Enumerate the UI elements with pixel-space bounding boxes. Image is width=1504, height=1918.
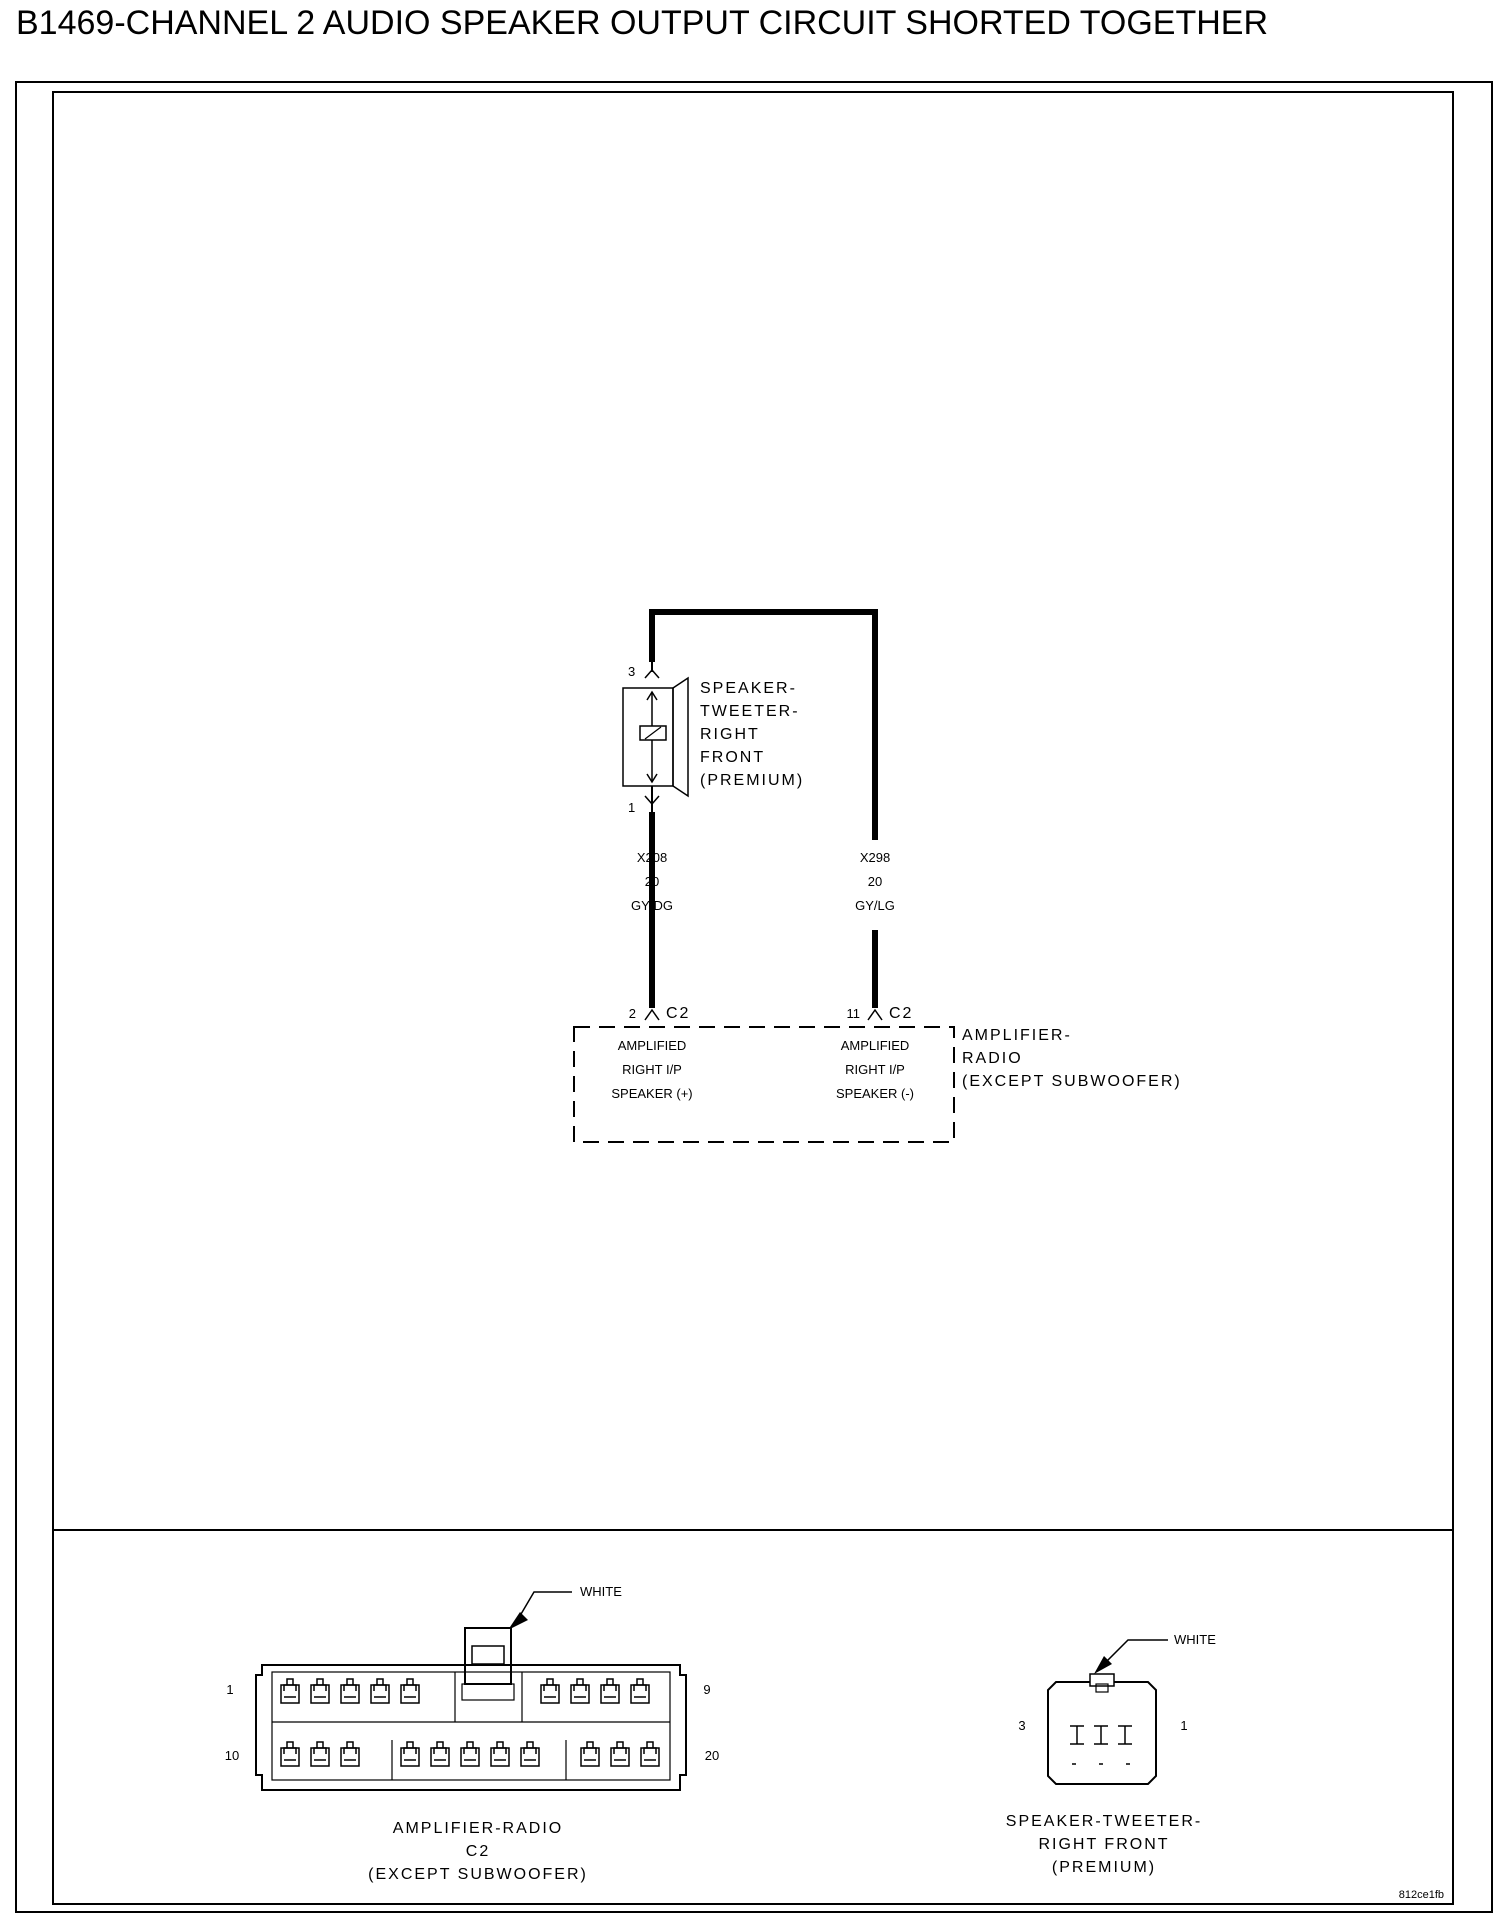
wire-left-color: GY/DG [631, 898, 673, 913]
speaker-label-line-2: TWEETER- [700, 703, 800, 720]
tweeter-connector-color-label: WHITE [1174, 1632, 1216, 1647]
c2-right-name: C2 [889, 1005, 913, 1022]
amp-component-line-1: AMPLIFIER- [962, 1027, 1072, 1044]
footer-code: 812ce1fb [1399, 1889, 1444, 1901]
wire-right-color: GY/LG [855, 898, 895, 913]
amp-right-func-1: AMPLIFIED [841, 1038, 910, 1053]
tweeter-pin-3-label: 3 [1018, 1718, 1025, 1733]
amp-pin-9-label: 9 [703, 1682, 710, 1697]
wire-left-gauge: 20 [645, 874, 659, 889]
amplifier-radio-box [573, 1026, 955, 1143]
speaker-label-line-5: (PREMIUM) [700, 772, 804, 789]
wire-left-circuit: X208 [637, 850, 667, 865]
speaker-pin-bottom: 1 [628, 800, 635, 815]
tweeter-caption-line-1: SPEAKER-TWEETER- [1006, 1813, 1202, 1830]
amp-component-line-3: (EXCEPT SUBWOOFER) [962, 1073, 1182, 1090]
tweeter-connector-view: WHITE 3 1 SPEAKER-TWEETER- RIGHT FRONT (… [1006, 1632, 1216, 1876]
speaker-label-line-3: RIGHT [700, 726, 760, 743]
amp-caption-line-2: C2 [466, 1843, 490, 1860]
amp-connector-color-label: WHITE [580, 1584, 622, 1599]
amp-left-func-2: RIGHT I/P [622, 1062, 682, 1077]
amp-caption-line-3: (EXCEPT SUBWOOFER) [368, 1866, 588, 1883]
amp-right-func-2: RIGHT I/P [845, 1062, 905, 1077]
speaker-pin-top: 3 [628, 664, 635, 679]
c2-left-pin: 2 [629, 1006, 636, 1021]
schematic: 3 1 SPEAKER- TWEETER- RIGHT FRONT (PREMI… [573, 609, 1182, 1143]
speaker-tweeter-symbol [622, 676, 689, 798]
tweeter-caption-line-3: (PREMIUM) [1052, 1859, 1156, 1876]
speaker-label-line-4: FRONT [700, 749, 765, 766]
wire-right-gauge: 20 [868, 874, 882, 889]
amp-pin-1-label: 1 [226, 1682, 233, 1697]
inner-frame [52, 91, 1454, 1905]
tweeter-pin-1-label: 1 [1180, 1718, 1187, 1733]
outer-frame [15, 81, 1493, 1913]
amp-component-line-2: RADIO [962, 1050, 1023, 1067]
tweeter-caption-line-2: RIGHT FRONT [1038, 1836, 1169, 1853]
amp-terminals-bottom-row [280, 1741, 660, 1767]
speaker-label-line-1: SPEAKER- [700, 680, 797, 697]
page-title: B1469-CHANNEL 2 AUDIO SPEAKER OUTPUT CIR… [16, 4, 1269, 42]
c2-right-pin: 11 [847, 1006, 861, 1021]
amplifier-c2-connector-view: WHITE [225, 1584, 719, 1883]
amp-pin-20-label: 20 [705, 1748, 719, 1763]
amp-right-func-3: SPEAKER (-) [836, 1086, 914, 1101]
wire-right-circuit: X298 [860, 850, 890, 865]
c2-pin-2-chevron [644, 1008, 660, 1021]
tweeter-terminals [1070, 1725, 1132, 1765]
amp-left-func-1: AMPLIFIED [618, 1038, 687, 1053]
amp-terminals-top-row [280, 1678, 650, 1704]
c2-pin-11-chevron [867, 1008, 883, 1021]
amp-pin-10-label: 10 [225, 1748, 239, 1763]
amp-left-func-3: SPEAKER (+) [611, 1086, 692, 1101]
wire-loop [649, 609, 878, 840]
amp-caption-line-1: AMPLIFIER-RADIO [393, 1820, 563, 1837]
c2-left-name: C2 [666, 1005, 690, 1022]
